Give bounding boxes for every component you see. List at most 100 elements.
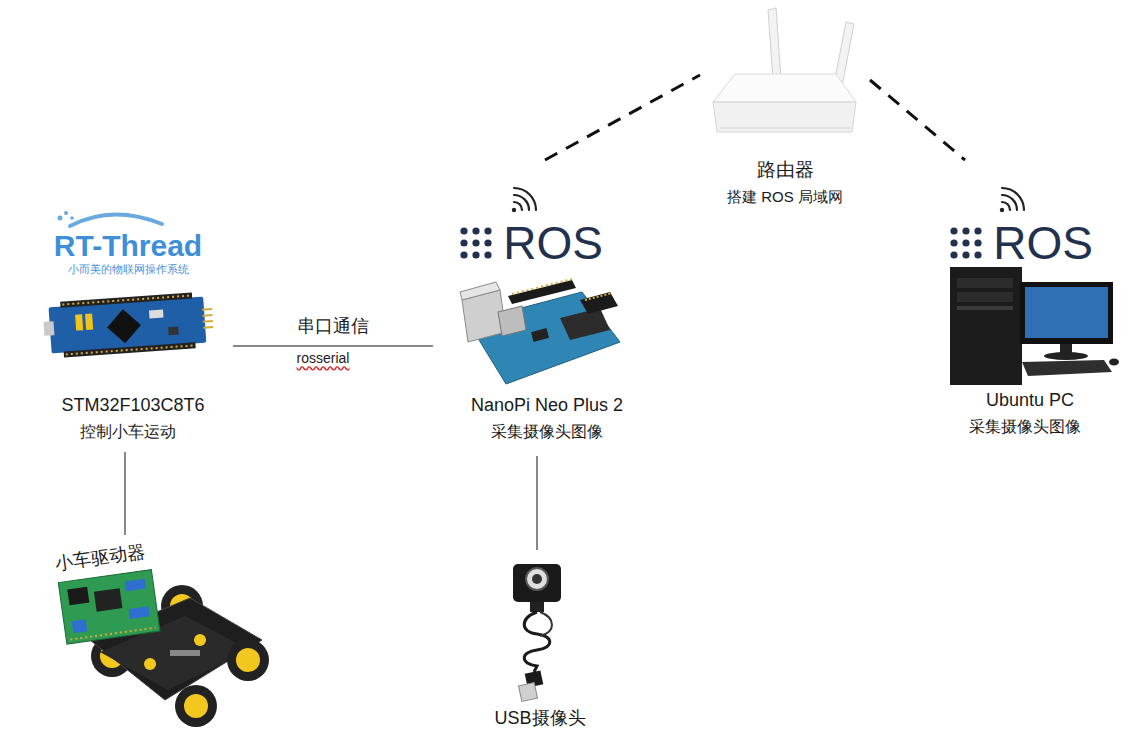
usb-camera-picture bbox=[530, 602, 544, 612]
node-title: NanoPi Neo Plus 2 bbox=[471, 395, 623, 416]
usb-camera-picture bbox=[532, 574, 542, 584]
node-title: USB摄像头 bbox=[494, 708, 585, 729]
stm32-board-picture bbox=[168, 327, 179, 336]
logo-slogan: 小而美的物联网操作系统 bbox=[68, 263, 189, 275]
usb-camera-picture bbox=[513, 564, 561, 701]
car-picture bbox=[94, 588, 123, 611]
pc-picture bbox=[950, 267, 1119, 385]
car-picture bbox=[227, 639, 269, 681]
stm32-board-picture bbox=[107, 309, 141, 343]
car-picture bbox=[58, 570, 269, 727]
wifi-icon bbox=[1000, 208, 1004, 212]
car-picture bbox=[170, 650, 200, 656]
nanopi-board-picture bbox=[580, 292, 618, 314]
car-picture bbox=[125, 579, 146, 592]
stm32-board-picture bbox=[149, 310, 164, 319]
car-node: 小车驱动器 bbox=[45, 535, 275, 730]
car-picture bbox=[58, 570, 160, 644]
router-picture bbox=[720, 127, 850, 129]
router-picture bbox=[713, 102, 856, 132]
router-node: 路由器搭建 ROS 局域网 bbox=[700, 0, 870, 212]
ros-logo-mark bbox=[460, 251, 467, 258]
rtthread-logo-mark bbox=[70, 214, 162, 226]
ros-logo-mark bbox=[950, 251, 957, 258]
wireless-link bbox=[545, 75, 700, 160]
mcu-node: STM32F103C8T6 控制小车运动 bbox=[35, 285, 225, 450]
car-picture bbox=[236, 648, 260, 672]
ros-logo-mark bbox=[974, 251, 981, 258]
car-picture bbox=[67, 587, 89, 606]
car-picture bbox=[175, 685, 217, 727]
router-picture bbox=[768, 8, 781, 80]
logo-text: RT-Thread bbox=[54, 229, 202, 262]
ros-logo-mark bbox=[472, 227, 479, 234]
nanopi-board-picture bbox=[460, 279, 620, 384]
usb-camera-picture bbox=[526, 568, 548, 590]
stm32-board-picture bbox=[60, 292, 192, 307]
sbc-node: NanoPi Neo Plus 2 采集摄像头图像 bbox=[445, 160, 626, 450]
stm32-board-picture bbox=[202, 314, 212, 317]
car-picture bbox=[184, 694, 208, 718]
wired-link bbox=[537, 456, 538, 550]
nanopi-board-picture bbox=[585, 293, 612, 300]
pc-picture bbox=[957, 306, 1013, 310]
ros-logo-mark bbox=[484, 227, 491, 234]
wifi-icon bbox=[514, 202, 522, 210]
ros-logo-mark bbox=[950, 239, 957, 246]
stm32-board-picture bbox=[203, 320, 213, 323]
pc-picture bbox=[1022, 360, 1112, 376]
wifi-icon bbox=[514, 188, 536, 210]
wireless-link bbox=[870, 80, 965, 160]
rtthread-logo-mark bbox=[64, 211, 68, 215]
ros-logo-mark bbox=[472, 239, 479, 246]
stm32-board-picture bbox=[64, 342, 196, 357]
node-subtitle: 控制小车运动 bbox=[80, 423, 176, 441]
nanopi-board-picture bbox=[498, 306, 526, 336]
rtthread-logo-mark bbox=[58, 216, 63, 221]
nanopi-board-picture bbox=[531, 328, 549, 342]
stm32-board-picture bbox=[66, 345, 194, 354]
ros-logo-text: ROS bbox=[993, 218, 1093, 269]
nanopi-board-picture bbox=[560, 308, 610, 340]
camera-node: USB摄像头 bbox=[480, 552, 600, 731]
nanopi-board-picture bbox=[460, 282, 500, 300]
node-subtitle: 搭建 ROS 局域网 bbox=[727, 188, 843, 205]
stm32-board-picture bbox=[203, 326, 213, 329]
stm32-board-picture bbox=[85, 313, 93, 329]
usb-camera-picture bbox=[540, 612, 552, 636]
ros-logo-mark bbox=[460, 227, 467, 234]
car-picture bbox=[70, 628, 155, 640]
nanopi-board-picture bbox=[508, 280, 576, 304]
stm32-board-picture bbox=[75, 314, 83, 330]
stm32-board-picture bbox=[42, 291, 214, 359]
car-picture bbox=[72, 619, 88, 633]
node-subtitle: 采集摄像头图像 bbox=[491, 423, 603, 441]
pc-picture bbox=[957, 292, 1013, 302]
ros-logo-mark bbox=[974, 239, 981, 246]
wifi-icon bbox=[1002, 202, 1010, 210]
router-picture bbox=[713, 74, 856, 102]
pc-node: Ubuntu PC采集摄像头图像 bbox=[940, 160, 1124, 445]
wifi-icon bbox=[1002, 188, 1024, 210]
node-title: 路由器 bbox=[757, 159, 814, 181]
ros-logo-mark bbox=[962, 251, 969, 258]
wifi-icon bbox=[514, 195, 529, 210]
rtthread-logo-mark bbox=[70, 216, 74, 220]
edge-label: 串口通信 bbox=[295, 317, 371, 337]
node-title: STM32F103C8T6 bbox=[61, 395, 204, 416]
router-picture bbox=[713, 8, 856, 132]
node-title: 小车驱动器 bbox=[54, 541, 146, 574]
usb-camera-picture bbox=[519, 683, 538, 702]
node-title: Ubuntu PC bbox=[986, 390, 1074, 411]
stm32-board-picture bbox=[202, 308, 212, 311]
rtthread-logo-mark bbox=[58, 211, 163, 226]
usb-camera-picture bbox=[513, 564, 561, 602]
ros-logo-mark bbox=[484, 251, 491, 258]
pc-picture bbox=[1109, 359, 1119, 366]
car-picture bbox=[144, 658, 156, 670]
ros-logo-mark bbox=[484, 239, 491, 246]
pc-picture bbox=[950, 267, 1022, 385]
